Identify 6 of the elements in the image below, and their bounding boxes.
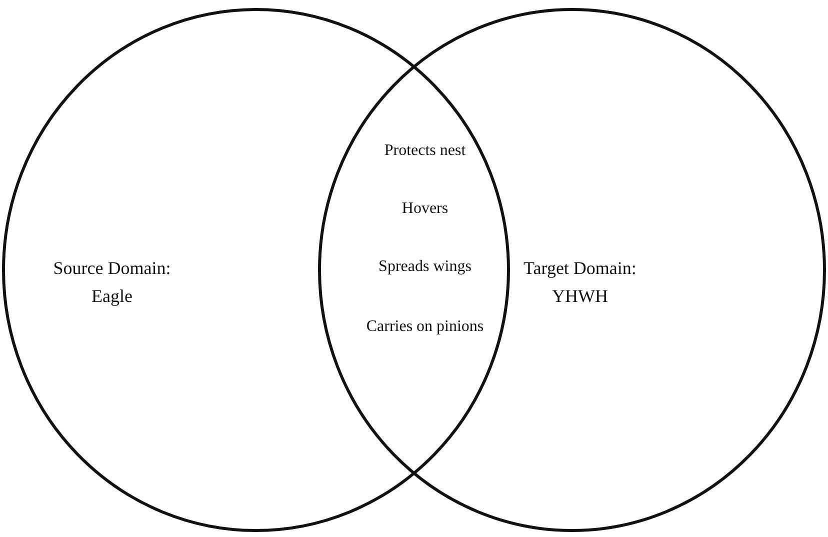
domain-label: Source Domain: Eagle <box>52 257 172 308</box>
shared-trait-label: Spreads wings <box>378 258 472 276</box>
shared-trait-label: Hovers <box>402 200 448 218</box>
shared-trait-label: Carries on pinions <box>366 318 484 336</box>
domain-label: Target Domain: YHWH <box>522 257 638 308</box>
shared-trait-label: Protects nest <box>384 142 466 160</box>
